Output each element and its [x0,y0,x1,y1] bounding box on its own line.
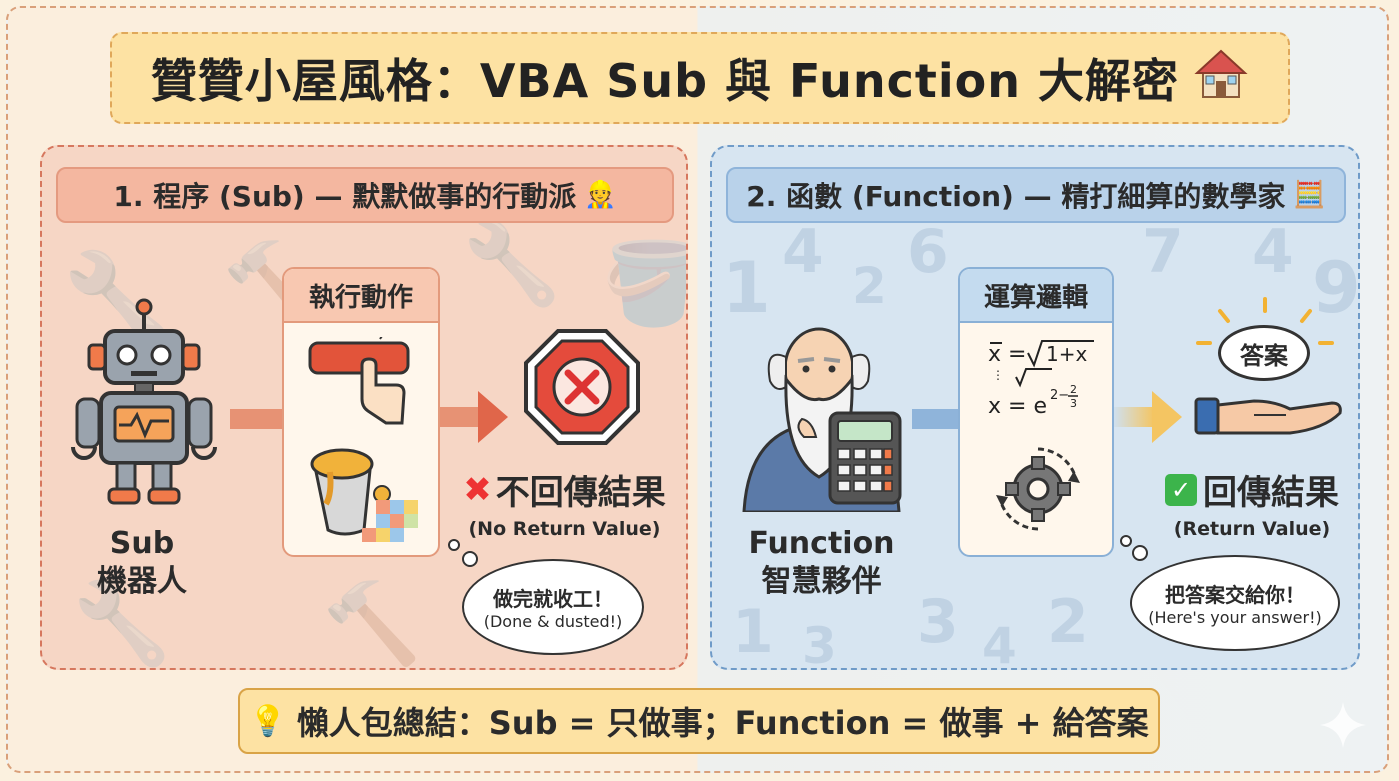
answer-label: 答案 [1240,341,1288,370]
number-decoration: 2 [1047,587,1089,657]
house-icon [1193,45,1249,112]
svg-text:⋮: ⋮ [992,368,1004,382]
number-decoration: 3 [802,617,837,670]
sub-result-subtext: (No Return Value) [468,518,661,540]
action-box-title: 執行動作 [284,269,438,323]
abacus-icon: 🧮 [1293,180,1326,210]
flow-arrow [912,409,958,429]
logic-box-title: 運算邏輯 [960,269,1112,323]
paint-bucket-icon [304,434,424,548]
function-bubble-main: 把答案交給你！ [1165,583,1305,607]
summary-bar: 💡 懶人包總結：Sub = 只做事；Function = 做事 + 給答案 [238,688,1160,754]
wrench-icon: 🔧 [462,217,562,310]
sub-thought-bubble: 做完就收工！ (Done & dusted!) [462,559,644,655]
function-actor-line1: Function [748,526,895,561]
sub-heading-text: 1. 程序 (Sub) — 默默做事的行動派 [113,180,577,213]
paint-bucket-icon: 🪣 [602,237,686,331]
robot-icon [67,297,222,516]
button-press-icon [306,332,416,431]
function-panel: 1 4 2 6 7 4 9 1 3 3 4 2 2. 函數 (Function)… [710,145,1360,670]
lightbulb-icon: 💡 [249,703,287,739]
open-hand-icon [1194,385,1344,449]
function-result: ✓ 回傳結果 (Return Value) [1152,465,1352,540]
svg-text:2: 2 [1070,383,1077,396]
function-actor-label: Function 智慧夥伴 [734,525,909,601]
number-decoration: 3 [917,587,959,657]
number-decoration: 7 [1142,217,1184,287]
sub-bubble-main: 做完就收工！ [493,587,613,611]
function-heading-text: 2. 函數 (Function) — 精打細算的數學家 [746,180,1286,213]
hammer-icon: 🔨 [322,577,422,670]
svg-text:1+x: 1+x [1046,342,1087,366]
number-decoration: 4 [782,217,824,287]
svg-text:2−: 2− [1050,388,1069,403]
sub-result: ✖ 不回傳結果 (No Return Value) [447,465,682,541]
function-result-subtext: (Return Value) [1173,518,1331,540]
sub-heading: 1. 程序 (Sub) — 默默做事的行動派 👷 [56,167,674,223]
sub-actor-label: Sub 機器人 [72,525,212,601]
flow-arrow [230,409,282,429]
bubble-dot [1132,545,1148,561]
stop-sign-icon [522,327,642,451]
number-decoration: 1 [732,597,774,667]
bubble-dot [1120,535,1132,547]
flow-arrow [1114,391,1182,443]
action-box: 執行動作 [282,267,440,557]
formula-icon: x = 1+x ⋮ x = e 2− 2 3 [974,335,1104,429]
svg-text:x =: x = [988,342,1026,367]
sub-result-text: 不回傳結果 [495,473,666,513]
number-decoration: 4 [982,617,1017,670]
sub-actor-line1: Sub [109,526,175,561]
number-decoration: 2 [852,257,887,315]
sage-icon [734,317,909,516]
function-result-text: 回傳結果 [1203,473,1339,513]
function-thought-bubble: 把答案交給你！ (Here's your answer!) [1130,555,1340,651]
check-mark-icon: ✓ [1165,473,1197,506]
bubble-dot [448,539,460,551]
svg-text:x = e: x = e [988,394,1047,419]
title-text: 贊贊小屋風格：VBA Sub 與 Function 大解密 [150,54,1180,108]
sparkle-rays-icon [1190,297,1340,391]
bubble-dot [462,551,478,567]
construction-worker-icon: 👷 [584,180,617,210]
page-title: 贊贊小屋風格：VBA Sub 與 Function 大解密 [110,32,1290,124]
logic-box: 運算邏輯 x = 1+x ⋮ x = e 2− 2 3 [958,267,1114,557]
gear-icon [988,439,1088,543]
function-bubble-sub: (Here's your answer!) [1148,608,1322,627]
sparkle-icon [1318,700,1368,754]
function-actor-line2: 智慧夥伴 [761,564,882,599]
cross-mark-icon: ✖ [463,469,492,510]
number-decoration: 6 [907,217,949,287]
flow-arrow [440,391,508,443]
summary-text: 懶人包總結：Sub = 只做事；Function = 做事 + 給答案 [296,704,1149,742]
sub-bubble-sub: (Done & dusted!) [483,612,623,631]
answer-bubble: 答案 [1218,325,1310,381]
sub-panel: 🔧 🔨 🔧 🪣 🔧 🔨 1. 程序 (Sub) — 默默做事的行動派 👷 [40,145,688,670]
number-decoration: 4 [1252,217,1294,287]
function-heading: 2. 函數 (Function) — 精打細算的數學家 🧮 [726,167,1346,223]
svg-text:3: 3 [1070,397,1077,410]
sub-actor-line2: 機器人 [97,564,187,599]
